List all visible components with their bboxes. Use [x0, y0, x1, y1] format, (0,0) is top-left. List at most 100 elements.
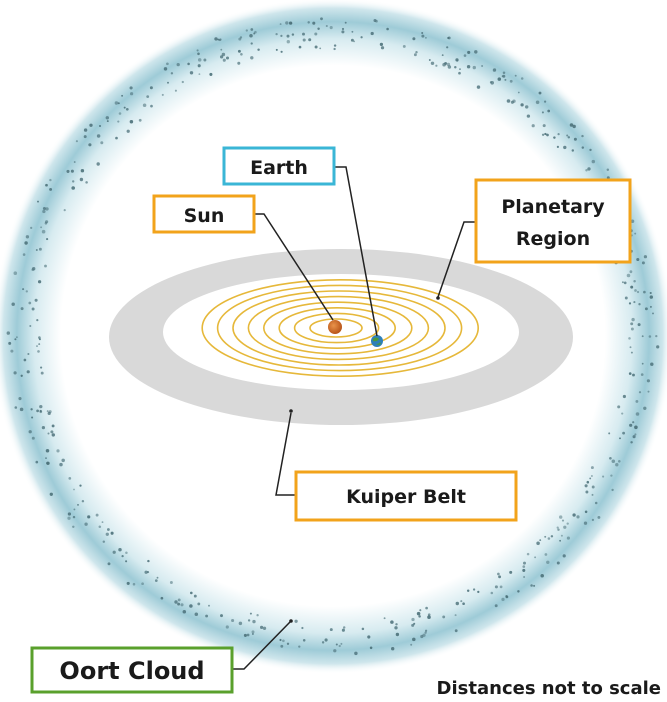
oort-particle	[462, 602, 465, 606]
oort-particle	[354, 651, 358, 656]
oort-particle	[394, 626, 398, 630]
planetary-region-label: Planetary Region	[474, 178, 632, 264]
oort-particle	[630, 219, 635, 224]
oort-particle	[411, 617, 415, 622]
oort-particle	[563, 525, 567, 529]
oort-particle	[632, 421, 635, 424]
oort-particle	[83, 128, 88, 132]
oort-particle	[45, 207, 49, 211]
oort-particle	[544, 553, 548, 556]
oort-cloud-marker	[289, 619, 293, 623]
oort-particle	[632, 435, 636, 439]
oort-particle	[114, 101, 119, 105]
oort-particle	[557, 132, 560, 136]
oort-particle	[63, 209, 66, 212]
oort-particle	[125, 107, 129, 111]
oort-particle	[203, 58, 207, 62]
oort-particle	[646, 379, 650, 383]
oort-particle	[31, 307, 35, 311]
oort-particle	[447, 36, 451, 40]
oort-particle	[117, 102, 120, 105]
oort-particle	[454, 614, 457, 617]
oort-particle	[367, 635, 371, 639]
oort-particle	[249, 612, 252, 615]
oort-particle	[250, 56, 254, 60]
earth-leader-line	[334, 166, 378, 337]
oort-particle	[581, 134, 584, 138]
oort-particle	[285, 21, 289, 25]
oort-particle	[219, 55, 224, 59]
oort-particle	[624, 296, 628, 300]
oort-particle	[539, 539, 542, 541]
oort-particle	[531, 124, 535, 128]
oort-particle	[630, 327, 634, 331]
oort-particle	[350, 38, 354, 42]
oort-particle	[88, 143, 92, 147]
oort-particle	[547, 109, 551, 113]
oort-particle	[319, 47, 322, 50]
orbit-ring	[293, 312, 380, 344]
oort-particle	[647, 390, 650, 393]
oort-particle	[286, 40, 290, 44]
oort-particle	[194, 612, 199, 617]
oort-particle	[280, 644, 284, 648]
oort-particle	[307, 21, 310, 24]
oort-particle	[589, 477, 592, 480]
oort-cloud-label-text: Oort Cloud	[59, 657, 204, 685]
oort-particle	[541, 133, 545, 136]
oort-particle	[23, 358, 27, 362]
oort-particle	[147, 559, 150, 563]
oort-particle	[240, 53, 243, 56]
oort-particle	[442, 615, 446, 619]
oort-particle	[252, 619, 256, 624]
orbit-ring	[201, 278, 480, 377]
oort-particle	[197, 602, 201, 606]
oort-particle	[514, 74, 517, 77]
oort-particle	[22, 253, 26, 256]
oort-particle	[105, 116, 110, 120]
oort-particle	[38, 343, 41, 346]
planetary-orbits	[201, 278, 480, 377]
oort-particle	[634, 289, 637, 292]
oort-particle	[587, 167, 591, 171]
oort-particle	[566, 536, 570, 540]
oort-particle	[220, 614, 223, 618]
oort-particle	[632, 373, 635, 377]
oort-particle	[107, 562, 111, 566]
oort-particle	[427, 615, 431, 619]
oort-particle	[298, 45, 302, 49]
oort-cloud-leader-line	[232, 621, 291, 670]
oort-particle	[129, 86, 133, 90]
oort-particle	[435, 64, 438, 67]
kuiper-belt-inner-gap	[163, 274, 519, 390]
oort-particle	[61, 458, 65, 463]
oort-particle	[606, 176, 610, 180]
oort-particle	[26, 370, 30, 374]
oort-particle	[589, 148, 592, 152]
oort-particle	[499, 585, 503, 589]
oort-particle	[98, 525, 102, 529]
oort-particle	[46, 410, 49, 413]
oort-particle	[466, 589, 470, 593]
oort-particle	[129, 92, 134, 96]
oort-particle	[460, 600, 463, 603]
oort-particle	[68, 477, 72, 480]
oort-particle	[633, 301, 636, 304]
oort-particle	[441, 54, 444, 57]
oort-particle	[14, 338, 17, 341]
oort-particle	[25, 290, 28, 293]
oort-particle	[615, 463, 619, 467]
oort-particle	[590, 475, 593, 477]
oort-particle	[10, 349, 14, 353]
oort-particle	[198, 73, 201, 76]
oort-particle	[590, 466, 594, 470]
oort-particle	[222, 58, 226, 62]
oort-particle	[254, 30, 257, 34]
oort-particle	[117, 120, 120, 123]
oort-particle	[42, 207, 46, 210]
oort-particle	[47, 411, 51, 416]
oort-particle	[219, 38, 222, 41]
oort-particle	[634, 232, 637, 235]
oort-particle	[286, 642, 290, 645]
